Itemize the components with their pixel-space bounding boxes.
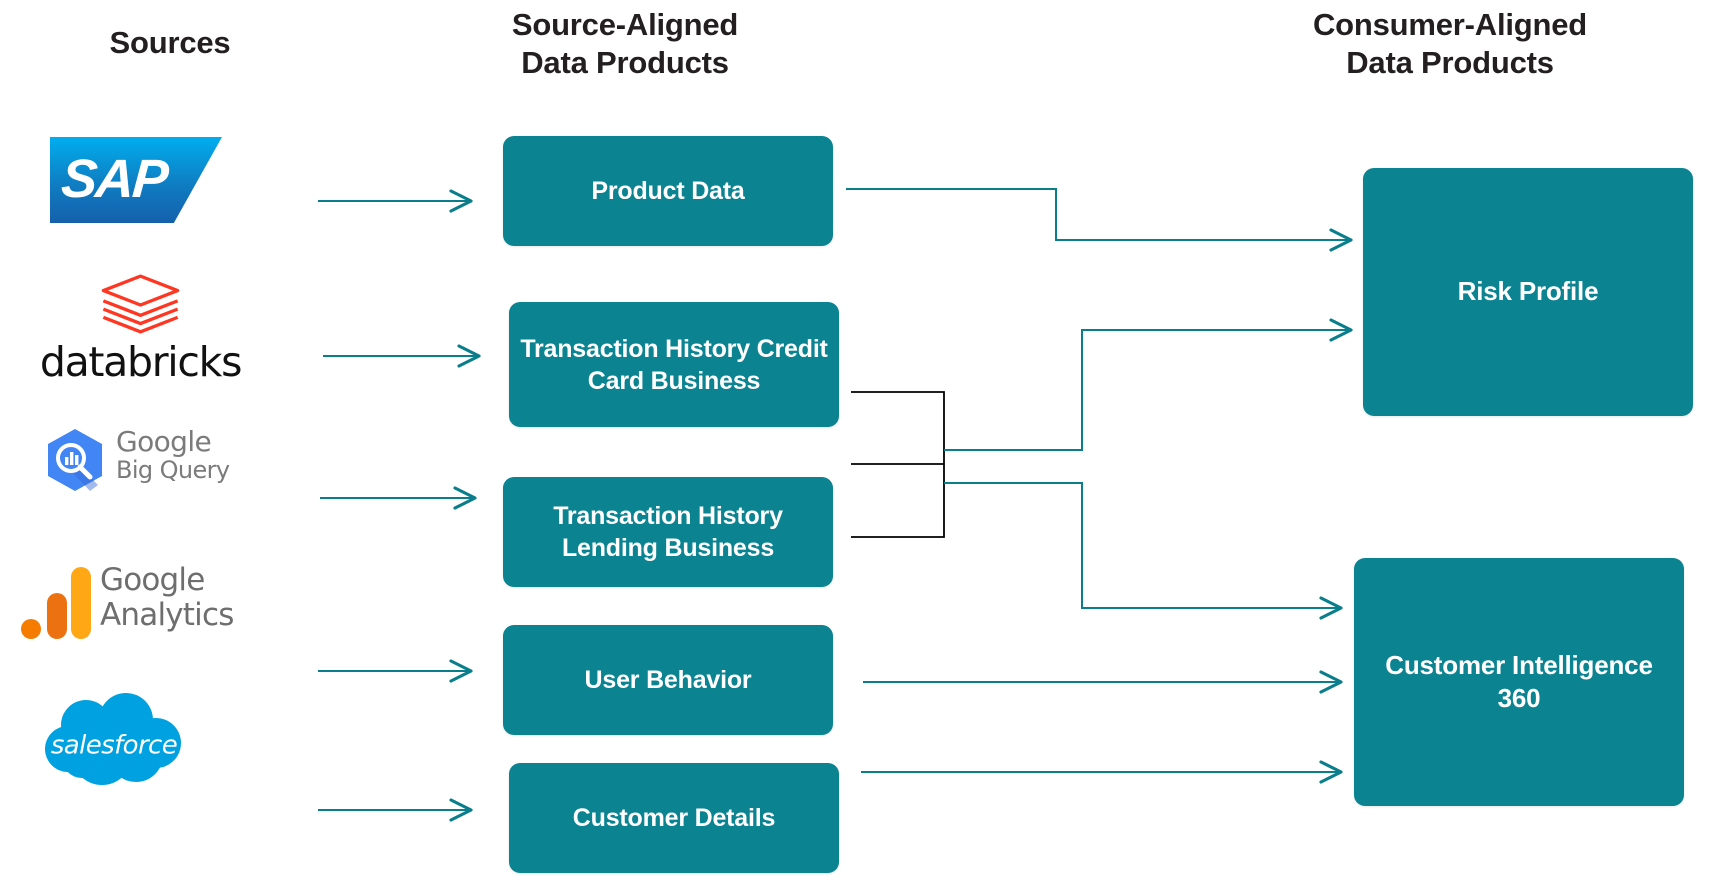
data-product-box-product-data[interactable]: Product Data	[503, 136, 833, 246]
google-analytics-bars-icon	[21, 567, 91, 639]
bigquery-hexagon-icon	[48, 429, 102, 491]
column-title-consumer-aligned: Consumer-Aligned Data Products	[1240, 6, 1660, 82]
data-product-box-user-behavior[interactable]: User Behavior	[503, 625, 833, 735]
transaction-history-merge-bracket	[851, 391, 945, 538]
salesforce-logo-text: salesforce	[50, 730, 178, 761]
column-title-sources: Sources	[109, 25, 231, 60]
data-product-label-customer-intelligence-360: Customer Intelligence 360	[1385, 649, 1653, 713]
data-product-box-customer-intelligence-360[interactable]: Customer Intelligence 360	[1354, 558, 1684, 806]
data-product-label-risk-profile: Risk Profile	[1457, 276, 1599, 307]
link-transaction-history-to-risk-profile	[944, 318, 1353, 451]
column-title-consumer-aligned-line1: Consumer-Aligned	[1312, 7, 1588, 42]
google-analytics-logo-text-line2: Analytics	[100, 597, 234, 634]
sap-logo-text: SAP	[59, 148, 169, 209]
google-analytics-logo: Google Analytics	[20, 562, 255, 641]
data-product-label-user-behavior: User Behavior	[584, 666, 752, 694]
link-product-data-to-risk-profile	[846, 188, 1353, 252]
sap-logo-shape: SAP	[50, 137, 222, 223]
data-product-box-customer-details[interactable]: Customer Details	[509, 763, 839, 873]
databricks-logo: databricks	[38, 272, 243, 386]
column-title-source-aligned-line1: Source-Aligned	[511, 7, 739, 42]
google-analytics-logo-text-line1: Google	[100, 562, 205, 598]
data-product-box-risk-profile[interactable]: Risk Profile	[1363, 168, 1693, 416]
salesforce-logo: salesforce	[40, 693, 188, 793]
salesforce-cloud-icon	[45, 693, 181, 785]
bigquery-logo: Google Big Query	[40, 425, 265, 495]
databricks-stack-icon	[101, 274, 180, 334]
column-title-source-aligned-line2: Data Products	[521, 44, 729, 80]
data-product-box-transaction-history-credit-card[interactable]: Transaction History Credit Card Business	[509, 302, 839, 427]
data-product-box-transaction-history-lending[interactable]: Transaction History Lending Business	[503, 477, 833, 587]
data-product-label-customer-details: Customer Details	[572, 804, 776, 832]
data-product-label-transaction-history-credit-card: Transaction History Credit Card Business	[520, 334, 828, 395]
data-product-label-transaction-history-lending: Transaction History Lending Business	[553, 502, 783, 562]
bigquery-logo-text-line1: Google	[116, 425, 212, 458]
bigquery-logo-text-line2: Big Query	[116, 456, 230, 485]
data-product-label-product-data: Product Data	[591, 177, 745, 205]
sap-logo: SAP	[50, 137, 222, 223]
link-transaction-history-to-customer-intel	[944, 482, 1343, 620]
bigquery-logo-text: Google Big Query	[116, 426, 230, 484]
google-analytics-logo-text: Google Analytics	[100, 562, 234, 634]
column-title-consumer-aligned-line2: Data Products	[1346, 44, 1554, 80]
databricks-logo-text: databricks	[39, 338, 243, 386]
column-title-source-aligned: Source-Aligned Data Products	[430, 6, 820, 82]
